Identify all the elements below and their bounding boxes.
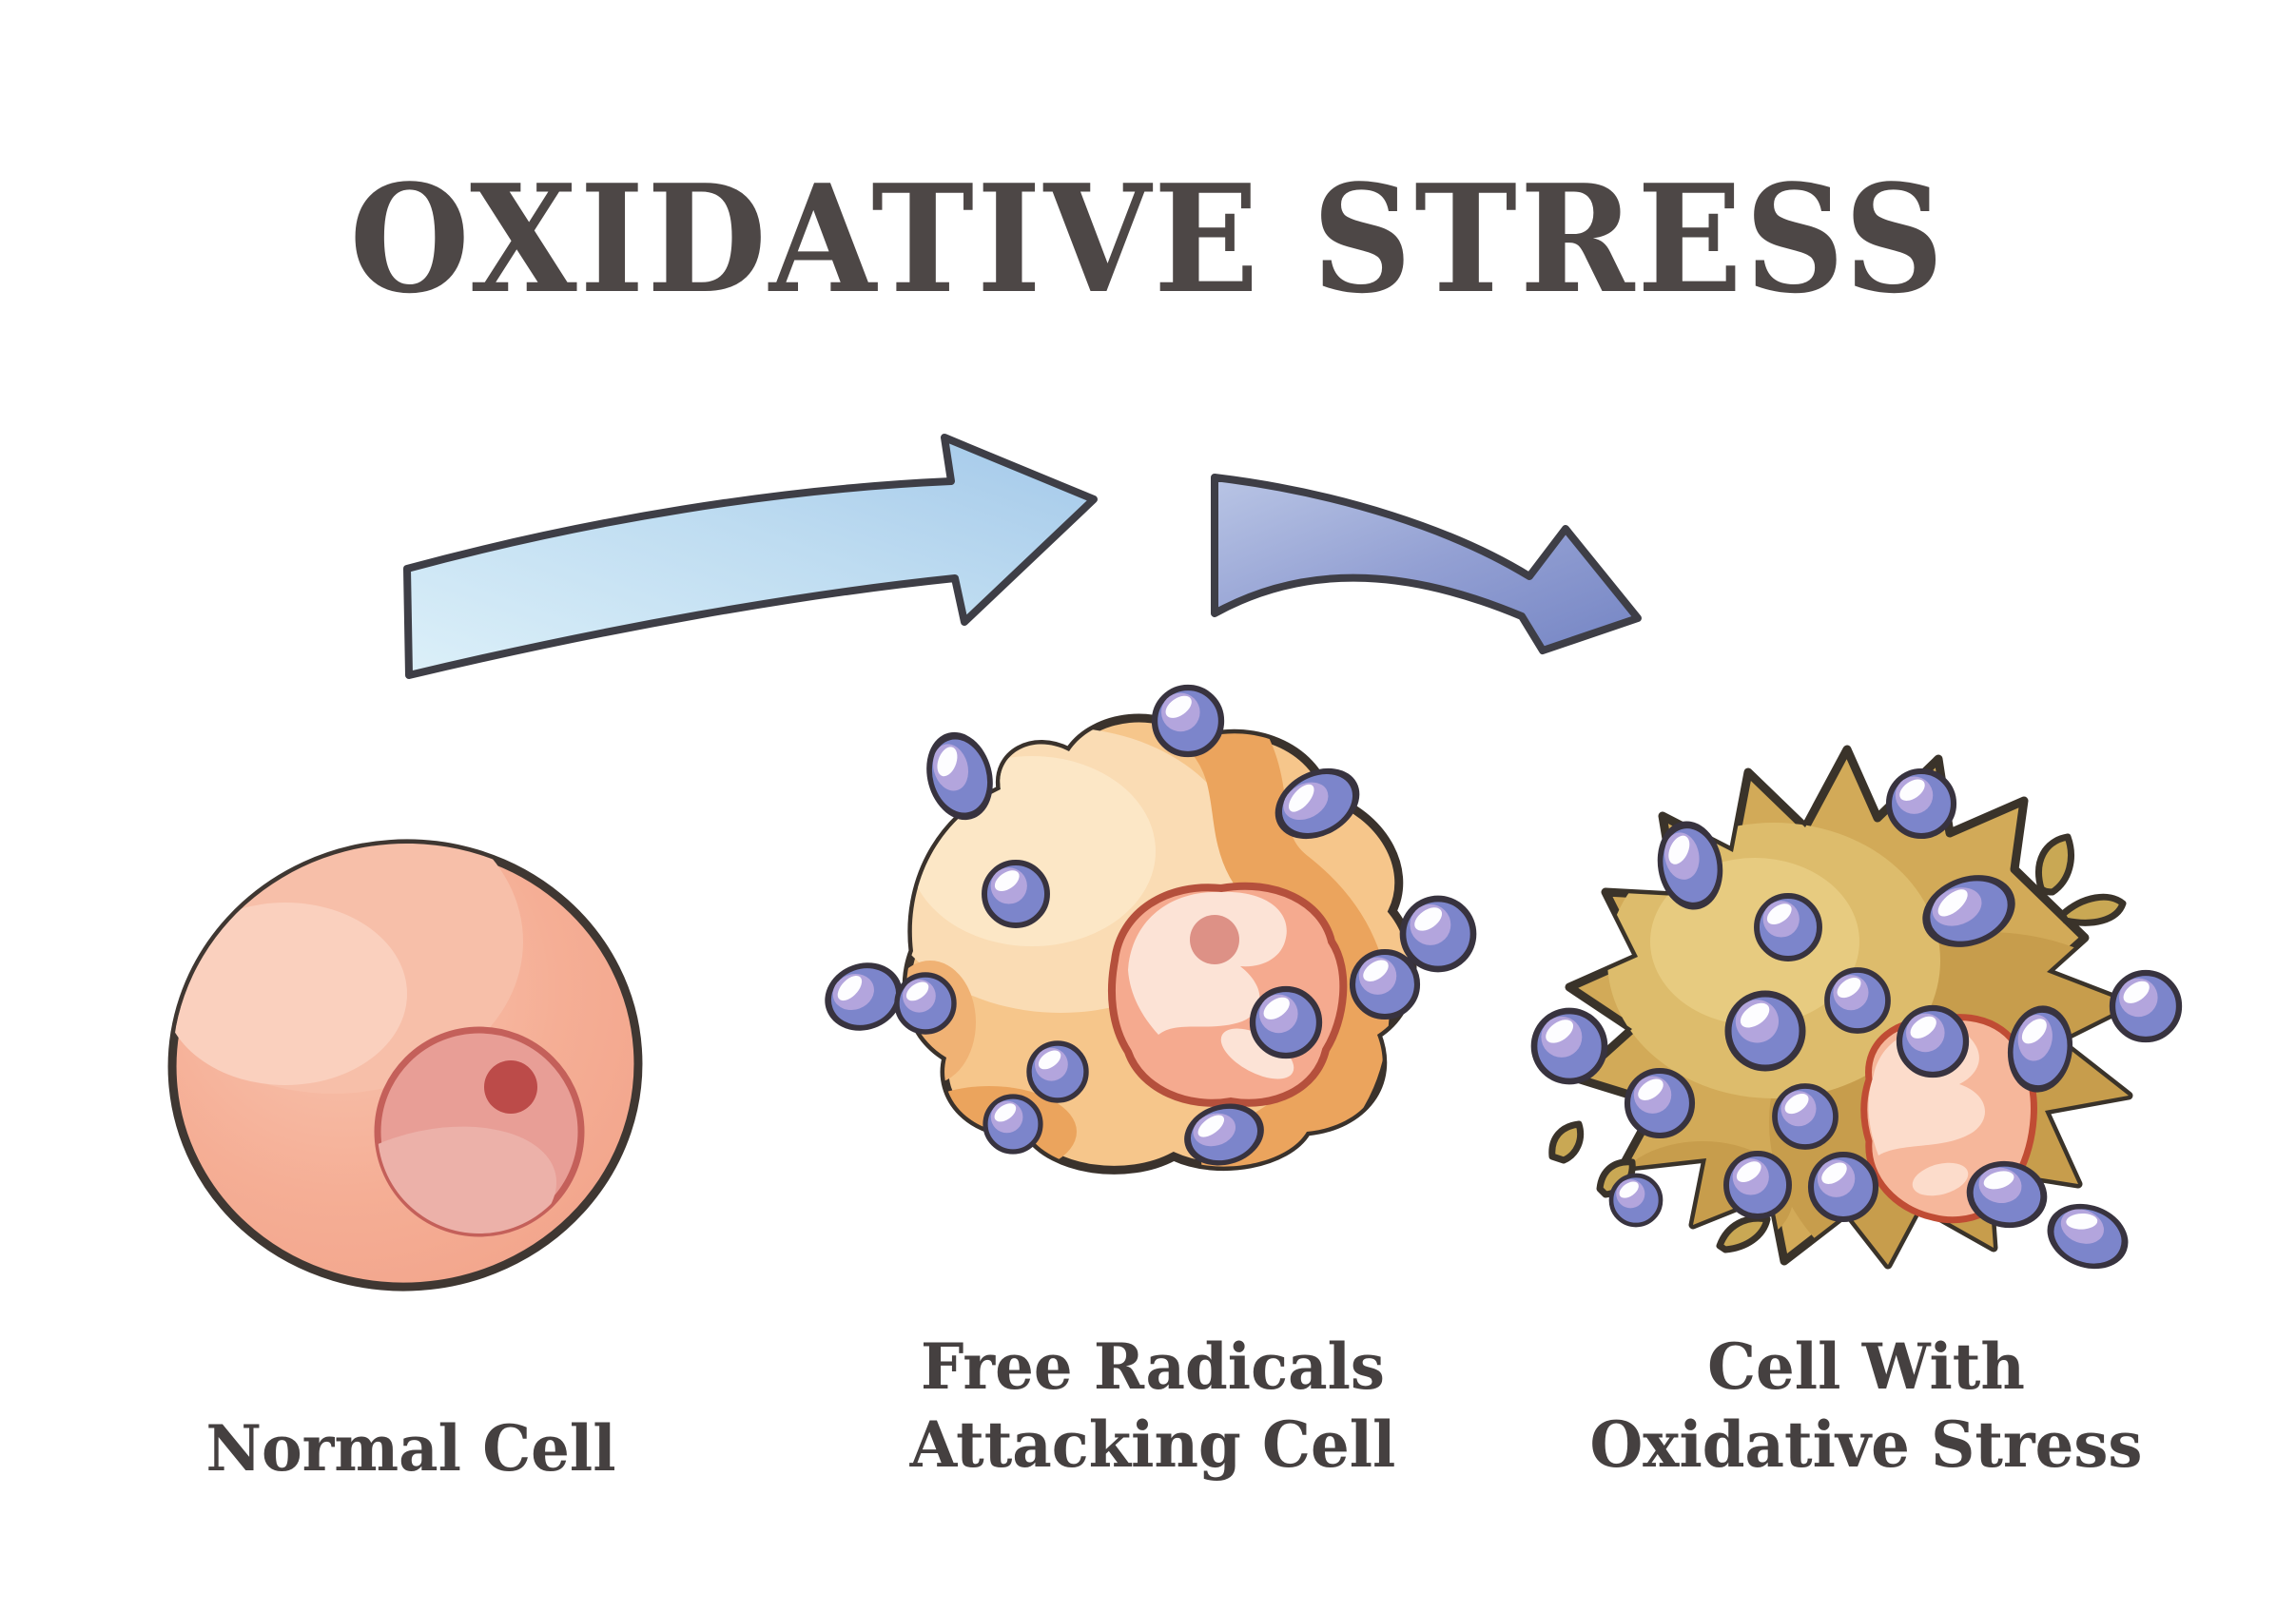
caption-normal-cell: Normal Cell — [116, 1410, 707, 1488]
free-radical-icon — [1726, 1154, 1789, 1216]
nucleolus — [484, 1060, 537, 1114]
caption-line: Free Radicals — [921, 1330, 1385, 1404]
free-radical-icon — [1889, 771, 1954, 836]
nucleus-light-band — [378, 1126, 557, 1233]
free-radical-icon — [1403, 899, 1473, 969]
stressed-cell-illustration — [1534, 749, 2207, 1312]
free-radical-icon — [985, 1097, 1041, 1152]
highlight-blob — [164, 903, 407, 1085]
free-radical-icon — [1811, 1155, 1876, 1219]
nucleolus — [1190, 915, 1239, 964]
free-radical-icon — [1534, 1011, 1605, 1081]
attacked-cell-illustration — [819, 688, 1473, 1177]
caption-free-radicals-attacking-cell: Free Radicals Attacking Cell — [858, 1329, 1449, 1485]
nucleus-shading — [378, 1126, 557, 1233]
free-radical-icon — [984, 863, 1047, 925]
arrow-attacked-to-stressed — [1211, 474, 1642, 654]
cell-debris — [2058, 893, 2127, 926]
free-radical-icon — [1775, 1086, 1836, 1147]
free-radical-icon — [897, 975, 954, 1032]
free-radical-icon — [1757, 896, 1819, 959]
curved-arrow-down-right-icon — [1211, 474, 1642, 654]
free-radical-icon — [1253, 989, 1319, 1056]
caption-line: Cell With — [1707, 1330, 2025, 1404]
free-radical-icon — [2112, 973, 2179, 1039]
arrow-normal-to-attacked — [403, 434, 1098, 679]
caption-line: Oxidative Stress — [1589, 1407, 2143, 1482]
free-radical-icon — [1627, 1071, 1692, 1136]
cell-debris — [1548, 1120, 1585, 1164]
nucleus-light-patch — [1128, 891, 1287, 1035]
caption-line: Attacking Cell — [909, 1407, 1396, 1482]
free-radical-icon — [1029, 1043, 1086, 1100]
free-radical-icon — [1728, 994, 1802, 1068]
page-title: OXIDATIVE STRESS — [349, 152, 1947, 326]
normal-cell-illustration — [143, 789, 653, 1303]
cell-debris — [1716, 1214, 1771, 1253]
free-radical-icon — [1611, 1175, 1661, 1225]
free-radical-icon — [1352, 952, 1417, 1017]
caption-line: Normal Cell — [205, 1411, 616, 1486]
free-radical-icon — [1899, 1008, 1966, 1075]
nucleus-light-patch — [1912, 1162, 1969, 1196]
nucleus-patches — [1128, 891, 1294, 1079]
nucleus-light-patch — [1220, 1028, 1294, 1079]
free-radical-icon — [2042, 1196, 2133, 1276]
free-radical-icon — [1155, 688, 1221, 754]
curved-arrow-right-icon — [403, 434, 1098, 679]
free-radical-icon — [1827, 970, 1888, 1031]
caption-cell-with-oxidative-stress: Cell With Oxidative Stress — [1571, 1329, 2162, 1485]
free-radical-icon — [819, 956, 907, 1038]
cell-debris — [2035, 833, 2074, 896]
